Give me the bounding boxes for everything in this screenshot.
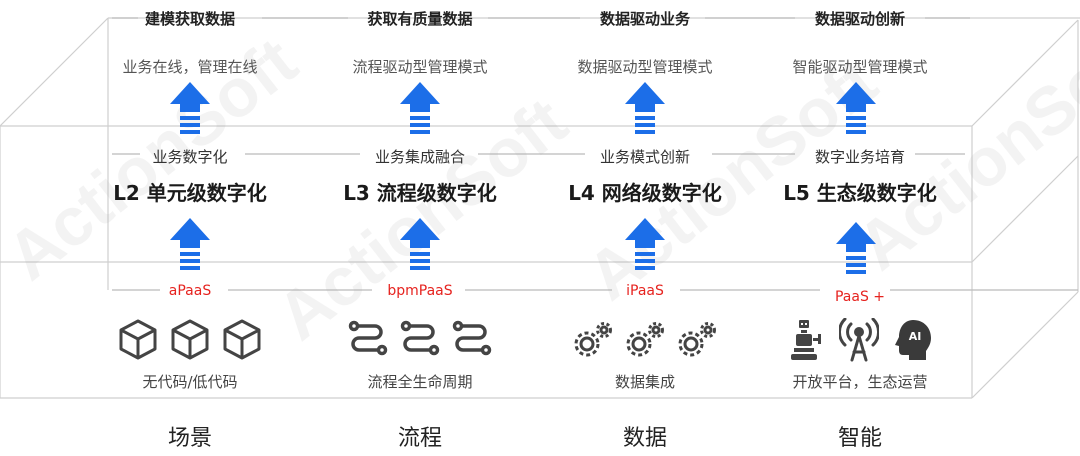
up-arrow-icon: [170, 82, 210, 134]
column-intelligence: 数据驱动创新 智能驱动型管理模式 数字业务培育 L5 生态级数字化 PaaS +…: [740, 0, 980, 456]
up-arrow-icon: [836, 222, 876, 274]
ai-head-icon: AI: [895, 320, 931, 360]
level-title: L3 流程级数字化: [343, 181, 497, 205]
process-flow-icon: [400, 320, 440, 356]
robot-icon: [791, 320, 821, 360]
level-title: L2 单元级数字化: [113, 181, 267, 205]
ai-label: AI: [909, 330, 922, 343]
gears-icon: [626, 322, 664, 357]
up-arrow-icon: [836, 82, 876, 134]
paas-label: bpmPaaS: [387, 283, 453, 299]
management-mode: 智能驱动型管理模式: [792, 58, 928, 76]
cube-icon: [119, 319, 157, 360]
capability-caption: 无代码/低代码: [142, 373, 238, 391]
column-heading: 数据驱动创新: [814, 10, 905, 28]
category-label: 数据: [622, 426, 667, 451]
column-scene: 建模获取数据 业务在线，管理在线 业务数字化 L2 单元级数字化 aPaaS 无…: [70, 0, 310, 456]
level-title: L4 网络级数字化: [568, 181, 722, 205]
column-heading: 建模获取数据: [144, 10, 235, 28]
process-flow-icon: [452, 320, 492, 356]
column-heading: 数据驱动业务: [599, 10, 690, 28]
icon-group: AI: [740, 318, 980, 362]
management-mode: 数据驱动型管理模式: [577, 58, 713, 76]
up-arrow-icon: [625, 218, 665, 270]
column-heading: 获取有质量数据: [367, 10, 473, 28]
category-label: 流程: [397, 426, 442, 451]
paas-label: iPaaS: [626, 283, 664, 299]
up-arrow-icon: [170, 218, 210, 270]
capability-caption: 数据集成: [614, 373, 675, 391]
gears-icon: [574, 322, 612, 357]
business-stage: 业务数字化: [152, 148, 228, 166]
level-title: L5 生态级数字化: [783, 181, 937, 205]
icon-group: [525, 318, 765, 360]
paas-label: PaaS +: [834, 289, 886, 305]
category-label: 场景: [167, 426, 212, 451]
category-label: 智能: [837, 426, 882, 451]
up-arrow-icon: [400, 218, 440, 270]
cube-icon: [223, 319, 261, 360]
up-arrow-icon: [400, 82, 440, 134]
icon-group: [70, 318, 310, 360]
paas-label: aPaaS: [168, 283, 212, 299]
business-stage: 数字业务培育: [814, 148, 905, 166]
business-stage: 业务集成融合: [374, 148, 465, 166]
icon-group: [300, 318, 540, 360]
column-data: 数据驱动业务 数据驱动型管理模式 业务模式创新 L4 网络级数字化 iPaaS …: [525, 0, 765, 456]
column-process: 获取有质量数据 流程驱动型管理模式 业务集成融合 L3 流程级数字化 bpmPa…: [300, 0, 540, 456]
management-mode: 流程驱动型管理模式: [352, 58, 488, 76]
management-mode: 业务在线，管理在线: [122, 58, 258, 76]
up-arrow-icon: [625, 82, 665, 134]
gears-icon: [678, 322, 716, 357]
capability-caption: 流程全生命周期: [367, 373, 473, 391]
process-flow-icon: [348, 320, 388, 356]
business-stage: 业务模式创新: [599, 148, 690, 166]
cube-icon: [171, 319, 209, 360]
broadcast-tower-icon: [839, 318, 879, 362]
capability-caption: 开放平台，生态运营: [792, 373, 928, 391]
